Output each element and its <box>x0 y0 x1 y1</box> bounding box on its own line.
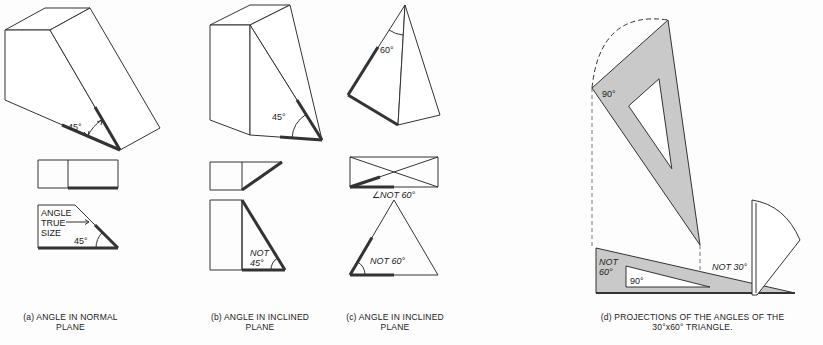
front-view-c <box>350 200 438 275</box>
angle-label: 45° <box>68 122 82 132</box>
triangle-side-view-d <box>752 200 800 295</box>
angle-label: NOT 60° <box>370 256 405 266</box>
angle-label: 90° <box>602 89 616 99</box>
angle-label: NOT 60° <box>599 257 621 277</box>
angle-label: 60° <box>380 45 394 55</box>
front-view-b <box>210 200 285 270</box>
caption-text: (d) PROJECTIONS OF THE ANGLES OF THE 30°… <box>585 312 800 332</box>
angle-label: 90° <box>630 276 644 286</box>
top-view-b <box>210 162 282 190</box>
angle-label: ∠NOT 60° <box>372 190 415 200</box>
angle-label: 45° <box>74 236 88 246</box>
pyramid-pictorial-c <box>348 5 440 125</box>
caption-text: (a) ANGLE IN NORMAL PLANE <box>8 312 133 332</box>
note-label: ANGLE TRUE SIZE <box>41 208 75 238</box>
front-view-a <box>38 205 118 248</box>
top-view-a <box>38 160 118 188</box>
angle-label: 45° <box>272 112 286 122</box>
caption-text: (b) ANGLE IN INCLINED PLANE <box>205 312 315 332</box>
angle-label: NOT 45° <box>250 248 272 268</box>
top-view-c <box>350 157 438 187</box>
caption-text: (c) ANGLE IN INCLINED PLANE <box>340 312 450 332</box>
prism-pictorial-b <box>210 5 322 140</box>
prism-pictorial-a <box>5 8 160 150</box>
angle-label: NOT 30° <box>712 262 747 272</box>
